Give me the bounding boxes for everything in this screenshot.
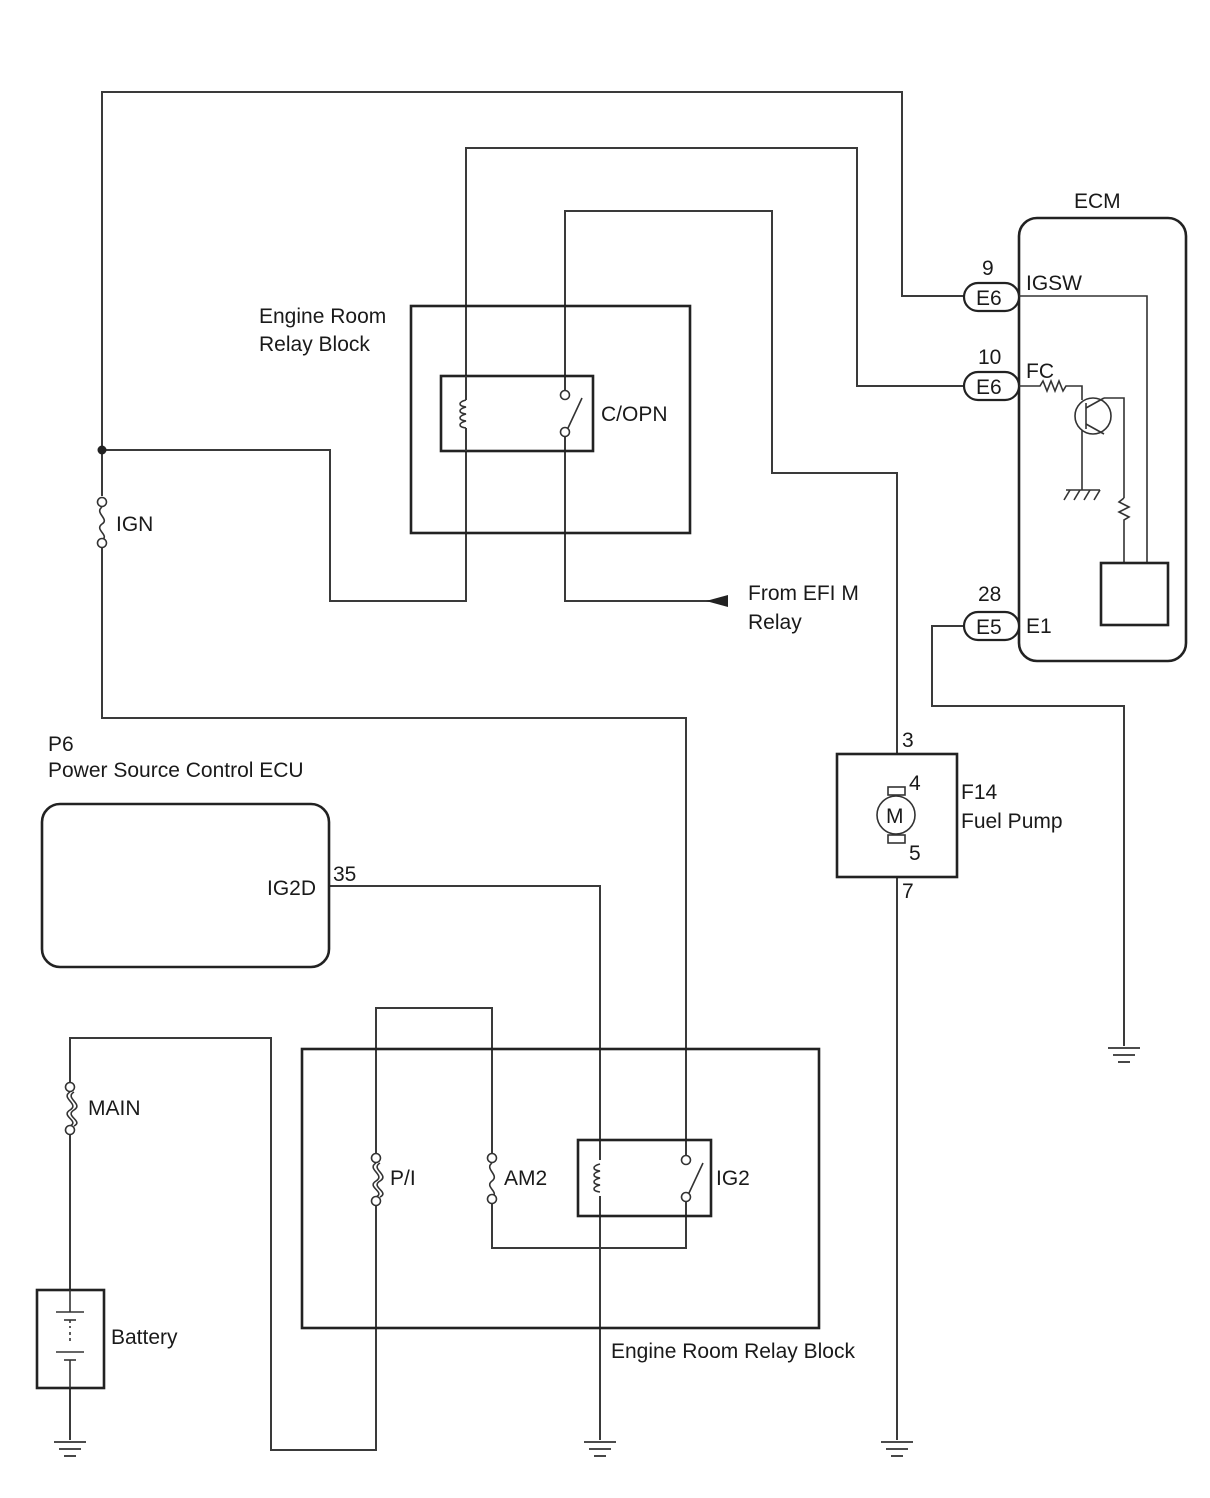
fuse-am2-label: AM2 <box>504 1167 547 1190</box>
motor-icon: M <box>876 786 916 844</box>
wire-copn-to-pump <box>564 210 898 754</box>
power-ecu-box <box>40 802 331 969</box>
wire-am2-ig2 <box>491 1198 687 1249</box>
fuel-pump-pin-5: 5 <box>909 842 921 865</box>
fuse-ign: IGN <box>96 496 153 549</box>
ecm-title: ECM <box>1074 190 1121 213</box>
fuel-pump-pin-4: 4 <box>909 772 921 795</box>
ecm-box <box>1017 216 1188 663</box>
ecm-pin-9-connector: E6 <box>976 287 1002 310</box>
switch-icon <box>688 1162 704 1194</box>
junction-dot <box>97 445 107 455</box>
ecm-pin-9-signal: IGSW <box>1026 272 1082 295</box>
ground-icon-battery <box>54 1441 86 1457</box>
wire-ig2d <box>330 885 601 1440</box>
upper-relay-block-label-1: Engine Room <box>259 305 386 328</box>
fuse-pi: P/I <box>370 1152 416 1207</box>
ground-icon-e1 <box>1108 1047 1140 1063</box>
ecm-connector-e6-a <box>962 281 1021 313</box>
ground-icon-pump <box>881 1441 913 1457</box>
wire-igsw <box>101 91 964 450</box>
ecm-pin-9-number: 9 <box>982 257 994 280</box>
transistor-icon <box>1074 397 1112 435</box>
ecm-internal-circuit <box>1019 295 1170 627</box>
ecm-pin-10-number: 10 <box>978 346 1001 369</box>
upper-relay-block-label-2: Relay Block <box>259 333 370 356</box>
power-ecu-pin: 35 <box>333 863 356 886</box>
efi-relay-label-2: Relay <box>748 611 802 634</box>
coil-icon <box>593 1163 601 1193</box>
relay-copn: C/OPN <box>439 374 668 453</box>
fuel-pump-motor-letter: M <box>886 805 904 828</box>
wire-am2-top <box>375 1007 493 1156</box>
relay-ig2-label: IG2 <box>716 1167 750 1190</box>
wire-pi-main <box>69 1037 377 1451</box>
power-ecu-terminal: IG2D <box>267 877 316 900</box>
lower-relay-block-label: Engine Room Relay Block <box>611 1340 855 1363</box>
fuse-main: MAIN <box>64 1081 141 1136</box>
battery-icon <box>35 1288 106 1390</box>
efi-relay-label-1: From EFI M <box>748 582 859 605</box>
arrow-left-icon <box>706 595 728 607</box>
ecm-pin-10-signal: FC <box>1026 360 1054 383</box>
wire-efi-feed <box>564 432 712 602</box>
wire-fc <box>465 147 964 387</box>
ecm-pin-28-number: 28 <box>978 583 1001 606</box>
fuse-ign-label: IGN <box>116 513 153 536</box>
resistor-icon <box>1019 378 1083 400</box>
upper-relay-block <box>409 304 692 535</box>
fuel-pump-name: Fuel Pump <box>961 810 1063 833</box>
wire-coil-feed <box>102 432 467 602</box>
lower-relay-block <box>300 1047 821 1330</box>
ecm-pin-28-signal: E1 <box>1026 615 1052 638</box>
switch-icon <box>567 397 583 429</box>
fuel-pump-pin-7: 7 <box>902 880 914 903</box>
wire-ign-lower <box>101 546 687 1156</box>
ecm-pin-10-connector: E6 <box>976 376 1002 399</box>
ground-icon-ig2 <box>584 1441 616 1457</box>
fuel-pump-code: F14 <box>961 781 998 804</box>
power-ecu-code: P6 <box>48 733 74 756</box>
power-ecu-name: Power Source Control ECU <box>48 759 304 782</box>
battery-label: Battery <box>111 1326 178 1349</box>
fuse-am2: AM2 <box>486 1152 547 1205</box>
ecm-pin-28-connector: E5 <box>976 616 1002 639</box>
relay-ig2: IG2 <box>576 1138 750 1218</box>
ecm-connector-e5 <box>962 610 1021 642</box>
chassis-ground-icon <box>1063 489 1071 501</box>
coil-icon <box>459 399 467 429</box>
wire-e1-ground <box>931 625 1125 1046</box>
fuel-pump-pin-3: 3 <box>902 729 914 752</box>
fuel-pump-box <box>835 752 959 879</box>
relay-copn-label: C/OPN <box>601 403 668 426</box>
fuse-pi-label: P/I <box>390 1167 416 1190</box>
fuse-main-label: MAIN <box>88 1097 141 1120</box>
